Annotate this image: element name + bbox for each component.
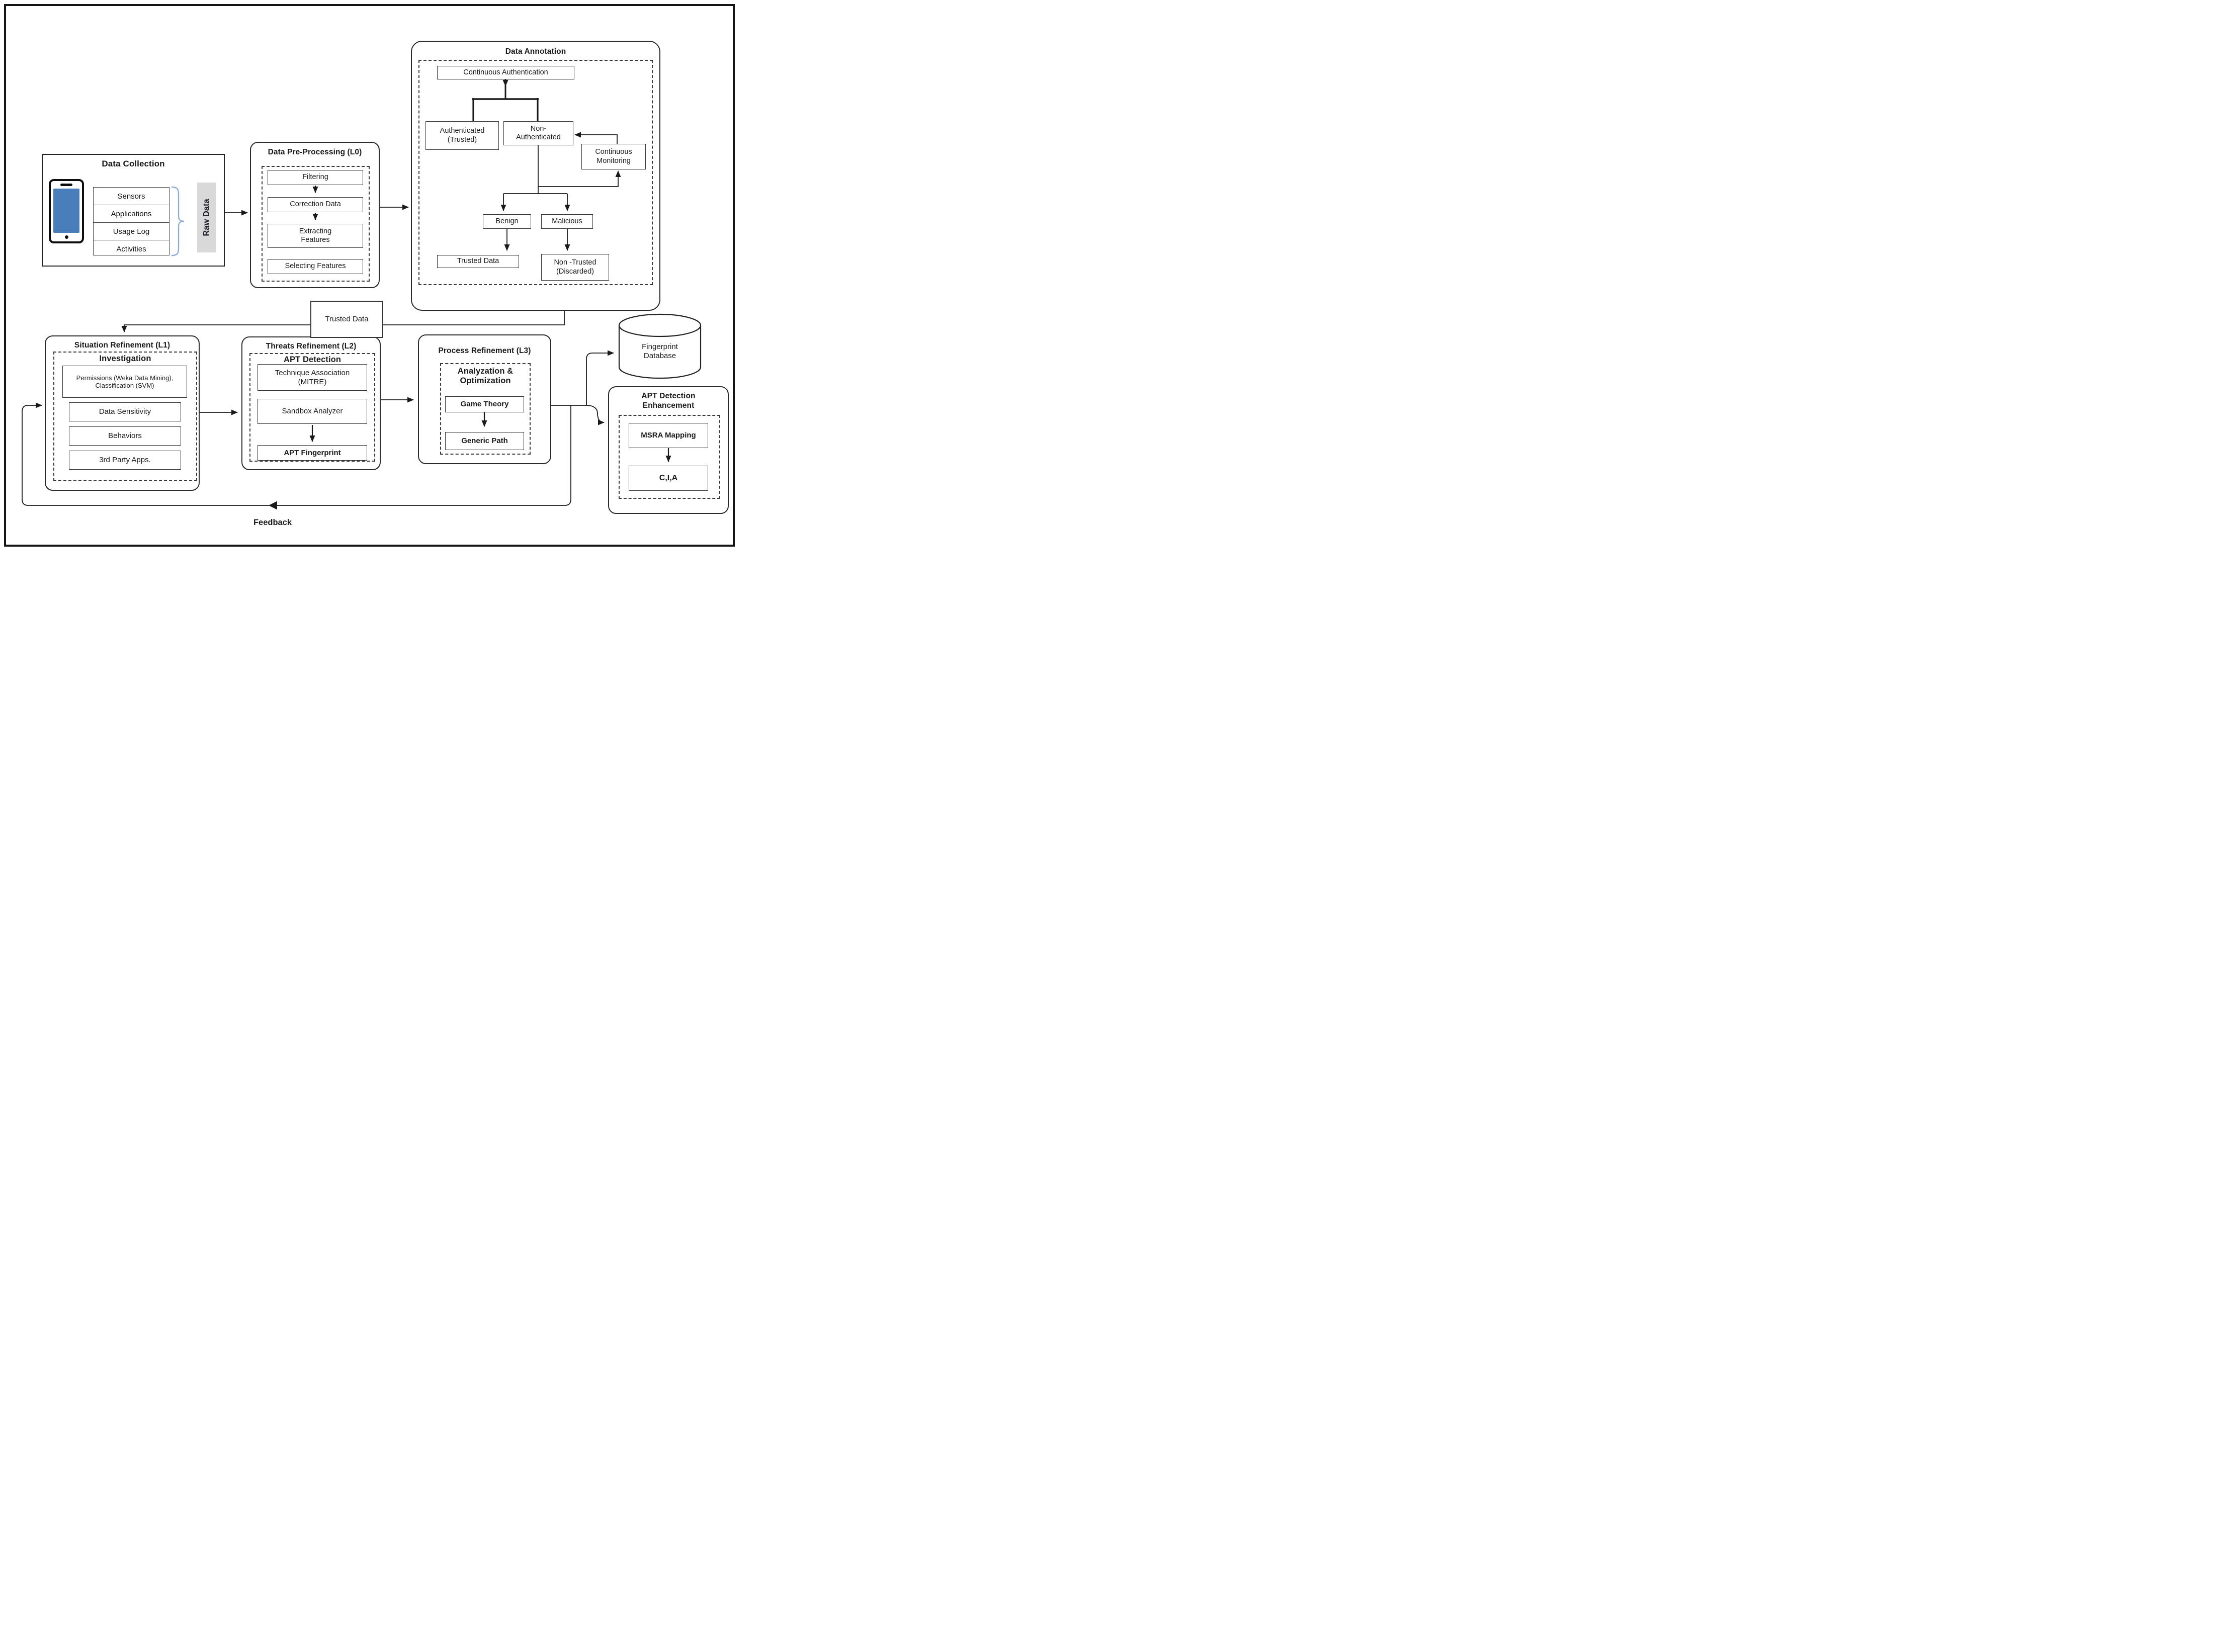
apt-fingerprint-box: APT Fingerprint — [258, 445, 367, 461]
benign-box: Benign — [483, 214, 531, 229]
pre-processing-title: Data Pre-Processing (L0) — [268, 148, 362, 156]
process-refinement-title: Process Refinement (L3) — [438, 346, 531, 355]
step-correction-data: Correction Data — [268, 197, 363, 212]
fingerprint-database-label: Fingerprint Database — [642, 342, 678, 360]
situation-refinement-title: Situation Refinement (L1) — [74, 341, 171, 350]
analyzation-dashed-region: Analyzation & Optimization — [440, 363, 531, 455]
cia-box: C,I,A — [629, 466, 708, 491]
apt-enhancement-title: APT Detection Enhancement — [641, 392, 696, 410]
threats-refinement-box: Threats Refinement (L2) APT Detection — [241, 336, 381, 470]
apt-enhancement-dashed-region — [619, 415, 720, 499]
table-row: Usage Log — [94, 222, 169, 240]
arrow-trusteddata-to-l1 — [121, 324, 310, 332]
trusted-data-box: Trusted Data — [437, 255, 519, 268]
investigation-dashed-region: Investigation — [53, 352, 197, 481]
feedback-loop-line — [22, 402, 571, 506]
game-theory-box: Game Theory — [445, 396, 524, 412]
connector-layer — [22, 79, 702, 510]
data-collection-title: Data Collection — [102, 159, 165, 168]
sandbox-analyzer-box: Sandbox Analyzer — [258, 399, 367, 424]
behaviors-box: Behaviors — [69, 426, 181, 446]
data-annotation-title: Data Annotation — [505, 47, 566, 56]
step-extracting-features: Extracting Features — [268, 224, 363, 248]
authenticated-box: Authenticated (Trusted) — [425, 121, 499, 150]
outer-border — [4, 4, 735, 547]
phone-screen — [53, 189, 79, 233]
msra-mapping-box: MSRA Mapping — [629, 423, 708, 448]
table-row: Activities — [94, 240, 169, 257]
raw-data-brace-icon — [171, 186, 185, 256]
third-party-apps-box: 3rd Party Apps. — [69, 451, 181, 470]
non-authenticated-box: Non-Authenticated — [503, 121, 573, 145]
apt-detection-title: APT Detection — [283, 355, 342, 364]
arrow-to-fingerprint-db — [586, 350, 614, 405]
feedback-label: Feedback — [253, 518, 292, 527]
pre-processing-box: Data Pre-Processing (L0) — [250, 142, 380, 288]
data-annotation-box: Data Annotation — [411, 41, 660, 311]
technique-association-box: Technique Association (MITRE) — [258, 364, 367, 391]
arrow-to-monitoring — [538, 170, 621, 187]
database-cylinder-icon — [618, 313, 702, 379]
continuous-monitoring-box: Continuous Monitoring — [581, 144, 646, 169]
raw-data-label: Raw Data — [197, 183, 216, 252]
apt-enhancement-box: APT Detection Enhancement — [608, 386, 729, 514]
continuous-authentication-box: Continuous Authentication — [437, 66, 574, 79]
trusted-data-connector-box: Trusted Data — [310, 301, 383, 338]
analyzation-title: Analyzation & Optimization — [457, 367, 514, 385]
non-trusted-box: Non -Trusted (Discarded) — [541, 254, 609, 281]
line-annotation-to-trusteddata — [383, 311, 565, 325]
malicious-box: Malicious — [541, 214, 593, 229]
step-selecting-features: Selecting Features — [268, 259, 363, 274]
arrow-monitoring-to-nonauth — [574, 132, 618, 144]
table-row: Sensors — [117, 192, 145, 201]
phone-home-button-icon — [64, 235, 68, 239]
data-sensitivity-box: Data Sensitivity — [69, 402, 181, 421]
generic-path-box: Generic Path — [445, 432, 524, 450]
situation-refinement-box: Situation Refinement (L1) Investigation — [45, 335, 200, 491]
arrow-to-apt-enhancement — [586, 405, 605, 425]
permissions-box: Permissions (Weka Data Mining), Classifi… — [62, 366, 187, 398]
data-sources-table: Sensors Applications Usage Log Activitie… — [93, 187, 169, 255]
data-annotation-dashed-region — [418, 60, 653, 285]
threats-refinement-title: Threats Refinement (L2) — [266, 342, 357, 351]
apt-detection-dashed-region: APT Detection — [249, 353, 375, 462]
feedback-arrowhead-icon — [269, 501, 277, 510]
smartphone-icon — [49, 179, 84, 243]
process-refinement-box: Process Refinement (L3) Analyzation & Op… — [418, 334, 551, 464]
table-row: Applications — [94, 205, 169, 222]
phone-speaker-icon — [60, 184, 72, 186]
apt-framework-diagram: Data Collection Sensors Applications Usa… — [0, 0, 739, 551]
step-filtering: Filtering — [268, 170, 363, 185]
pre-processing-dashed-region — [262, 166, 370, 282]
data-collection-box: Data Collection — [42, 154, 225, 267]
investigation-title: Investigation — [99, 354, 151, 363]
